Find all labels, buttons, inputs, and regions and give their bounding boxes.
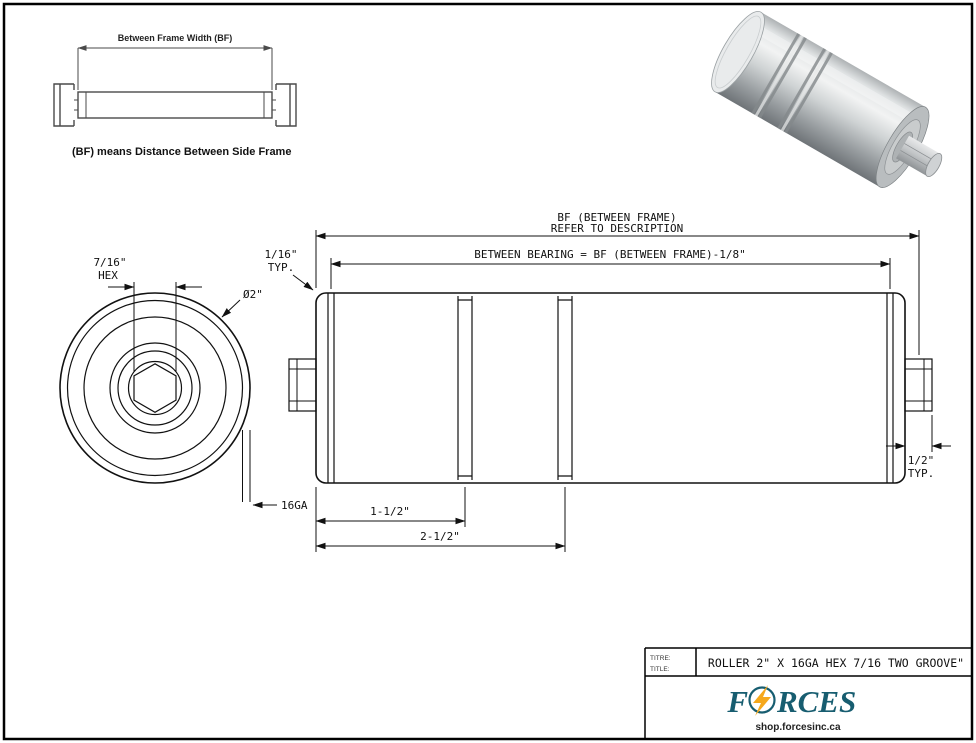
- groove1-dim-label: 1-1/2": [370, 505, 410, 518]
- inset-dim-label: Between Frame Width (BF): [118, 33, 232, 43]
- drawing-title: ROLLER 2" X 16GA HEX 7/16 TWO GROOVE": [708, 656, 964, 670]
- gauge-wall-lines: [242, 430, 251, 502]
- bearing-circle: [117, 350, 193, 426]
- brand-letter-f: F: [726, 684, 748, 719]
- hex-size-label: 7/16": [93, 256, 126, 269]
- inset-roller-details: [74, 92, 276, 118]
- between-bearing-extension-lines: [330, 258, 891, 289]
- bf-explainer-inset: Between Frame Width (BF) (BF) means Dist…: [53, 33, 297, 158]
- bearing-housing-circle: [109, 342, 201, 434]
- hex-dimension: 7/16" HEX: [93, 256, 202, 372]
- shaft-len-word: TYP.: [908, 467, 935, 480]
- diameter-leader: [221, 299, 241, 318]
- title-block-lines: [644, 647, 972, 739]
- render-grooves: [751, 33, 833, 134]
- groove-dimensions: 1-1/2" 2-1/2": [315, 487, 566, 552]
- bearing-crimp-lines: [327, 293, 894, 483]
- left-shaft: [288, 358, 317, 412]
- groove-2: [557, 296, 573, 480]
- shaft-len-value: 1/2": [908, 454, 935, 467]
- gap-typ-callout: 1/16" TYP.: [264, 248, 314, 291]
- title-label-fr: TITRE:: [650, 655, 671, 662]
- roller-front-view: 7/16" HEX Ø2" 16GA: [59, 256, 308, 512]
- inset-left-side-frame: [53, 83, 75, 127]
- hex-bore-circle: [127, 360, 183, 416]
- right-shaft-facets: [905, 359, 932, 411]
- gap-typ-value: 1/16": [264, 248, 297, 261]
- title-block: TITRE: TITLE: ROLLER 2" X 16GA HEX 7/16 …: [644, 647, 972, 739]
- inset-extension-lines: [77, 48, 273, 90]
- render-shaft-facets: [900, 143, 936, 169]
- diameter-label: Ø2": [243, 288, 263, 301]
- groove-1: [457, 296, 473, 480]
- roller-3d-render: [711, 11, 943, 188]
- gauge-label: 16GA: [281, 499, 308, 512]
- between-bearing-label: BETWEEN BEARING = BF (BETWEEN FRAME)-1/8…: [474, 248, 746, 261]
- gap-typ-word: TYP.: [268, 261, 295, 274]
- right-shaft: [904, 358, 933, 412]
- render-highlight: [750, 22, 920, 126]
- left-shaft-facets: [289, 359, 316, 411]
- hex-shaft-section: [133, 363, 177, 413]
- inset-caption: (BF) means Distance Between Side Frame: [72, 146, 291, 158]
- render-far-end-ring: [714, 15, 762, 89]
- roller-side-view: [288, 292, 933, 484]
- lightning-bolt-icon: [753, 685, 771, 716]
- brand-logo: F RCES: [726, 684, 856, 719]
- inset-roller-body: [77, 91, 273, 119]
- gap-typ-leader: [292, 274, 314, 291]
- gauge-callout: 16GA: [242, 430, 308, 512]
- render-far-end-cap: [711, 11, 765, 93]
- title-label-en: TITLE:: [650, 666, 670, 673]
- hex-extension-lines: [133, 282, 177, 372]
- groove2-dim-label: 2-1/2": [420, 530, 460, 543]
- diameter-callout: Ø2": [221, 288, 263, 318]
- tube-id-circle: [66, 299, 244, 477]
- bf-extension-lines: [315, 230, 920, 355]
- between-bearing-dimension: BETWEEN BEARING = BF (BETWEEN FRAME)-1/8…: [330, 248, 891, 289]
- render-cylinder-body: [715, 12, 926, 187]
- render-shaft-end: [925, 153, 943, 177]
- inset-right-side-frame: [275, 83, 297, 127]
- brand-letters-rces: RCES: [776, 684, 856, 719]
- tube-body: [315, 292, 906, 484]
- hex-word-label: HEX: [98, 269, 118, 282]
- shaft-length-dimension: 1/2" TYP.: [886, 415, 951, 480]
- bf-dimension: BF (BETWEEN FRAME) REFER TO DESCRIPTION: [315, 211, 920, 355]
- tube-od-circle: [59, 292, 251, 484]
- brand-website: shop.forcesinc.ca: [755, 722, 840, 733]
- groove-circle: [83, 316, 227, 460]
- bf-label-line1: BF (BETWEEN FRAME): [557, 211, 676, 224]
- bf-label-line2: REFER TO DESCRIPTION: [551, 222, 683, 235]
